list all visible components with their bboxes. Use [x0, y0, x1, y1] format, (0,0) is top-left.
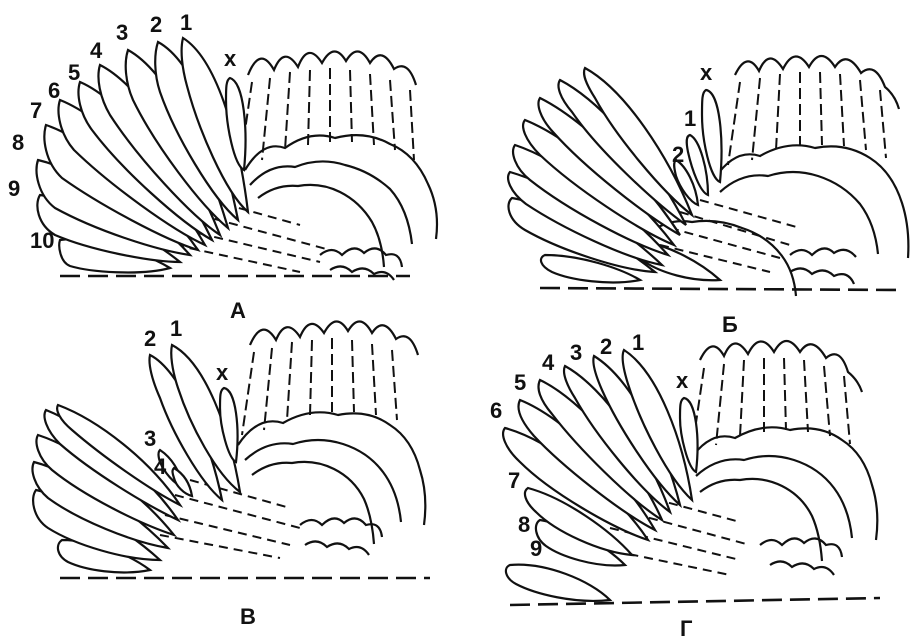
- primary-label: 1: [170, 316, 182, 341]
- primary-label: 9: [8, 176, 20, 201]
- primary-label: 8: [518, 512, 530, 537]
- primary-label: 7: [30, 98, 42, 123]
- primary-feathers: [503, 350, 697, 601]
- primary-label: 10: [30, 228, 54, 253]
- primary-label: 4: [90, 38, 103, 63]
- secondary-feathers: [692, 341, 862, 450]
- primary-label: 3: [116, 20, 128, 45]
- primary-label: 5: [514, 370, 526, 395]
- remnant-label: x: [216, 360, 229, 385]
- primary-label: 2: [144, 326, 156, 351]
- wing-panel-v: 1 2 3 4 x В: [33, 316, 430, 629]
- panel-caption: Г: [680, 616, 693, 641]
- wing-panel-a: 1 2 3 4 5 6 7 8 9 10 x А: [8, 10, 437, 323]
- primary-label: 3: [570, 340, 582, 365]
- wing-panel-g: 1 2 3 4 5 6 7 8 9 x Г: [490, 330, 880, 641]
- primary-label: 1: [180, 10, 192, 35]
- primary-feathers: [33, 345, 240, 572]
- primary-label: 7: [508, 468, 520, 493]
- primary-label: 4: [154, 454, 167, 479]
- primary-label: 8: [12, 130, 24, 155]
- remnant-label: x: [224, 46, 237, 71]
- primary-label: 1: [684, 106, 696, 131]
- primary-label: 2: [600, 334, 612, 359]
- secondary-feathers: [242, 321, 418, 435]
- primary-label: 2: [150, 12, 162, 37]
- remnant-label: x: [700, 60, 713, 85]
- panel-caption: В: [240, 604, 256, 629]
- primary-label: 3: [144, 426, 156, 451]
- primary-label: 6: [490, 398, 502, 423]
- primary-label: 5: [68, 60, 80, 85]
- remnant-label: x: [676, 368, 689, 393]
- primary-label: 2: [672, 142, 684, 167]
- panel-caption: А: [230, 298, 246, 323]
- panel-caption: Б: [722, 312, 738, 337]
- primary-label: 4: [542, 350, 555, 375]
- wing-panel-b: 1 2 x Б: [508, 56, 908, 337]
- primary-label: 6: [48, 78, 60, 103]
- primary-label: 9: [530, 536, 542, 561]
- primary-feathers: [508, 68, 721, 282]
- primary-label: 1: [632, 330, 644, 355]
